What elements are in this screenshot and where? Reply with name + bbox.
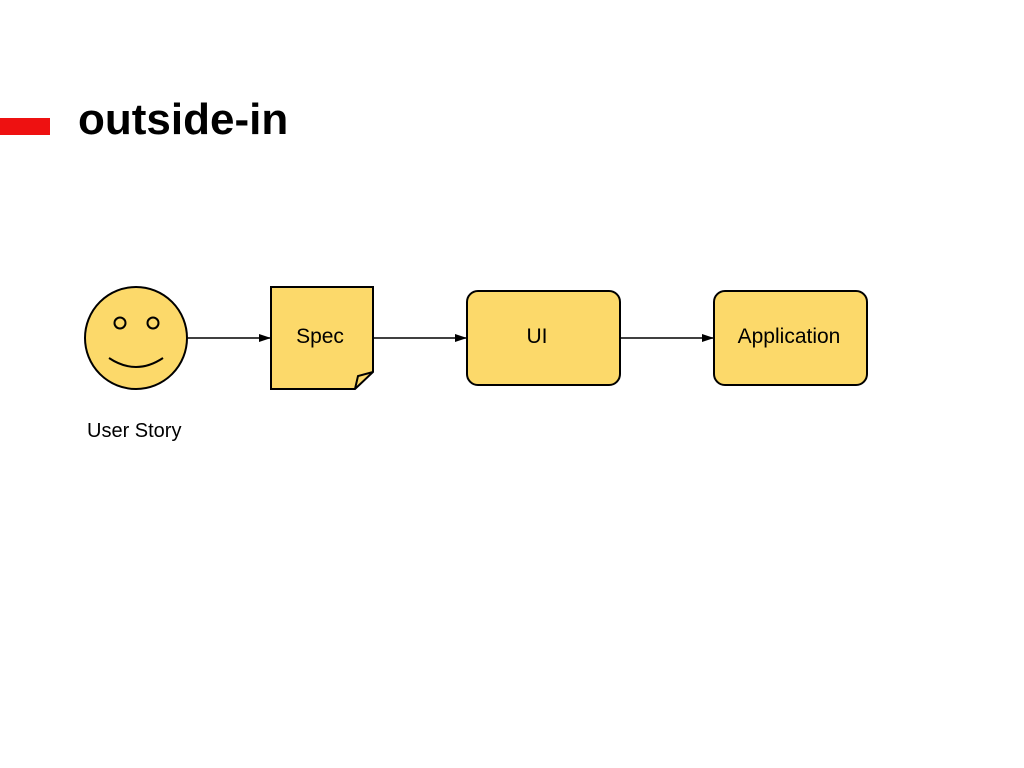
smiley-face-icon	[84, 286, 188, 390]
ui-box	[466, 290, 621, 386]
user-story-node: User Story	[84, 286, 188, 442]
user-story-label: User Story	[87, 420, 181, 442]
application-node: Application	[713, 290, 868, 386]
smiley-left-eye	[113, 316, 127, 330]
spec-node: Spec	[270, 286, 374, 390]
application-box	[713, 290, 868, 386]
application-label: Application	[738, 325, 841, 348]
slide-title: outside-in	[78, 95, 289, 144]
spec-label: Spec	[296, 325, 344, 348]
title-accent-bar	[0, 118, 50, 135]
smiley-mouth	[108, 357, 164, 368]
ui-label: UI	[527, 325, 548, 348]
smiley-right-eye	[146, 316, 160, 330]
spec-note-fold	[354, 371, 374, 390]
spec-note-shape	[270, 286, 374, 390]
ui-node: UI	[466, 290, 621, 386]
